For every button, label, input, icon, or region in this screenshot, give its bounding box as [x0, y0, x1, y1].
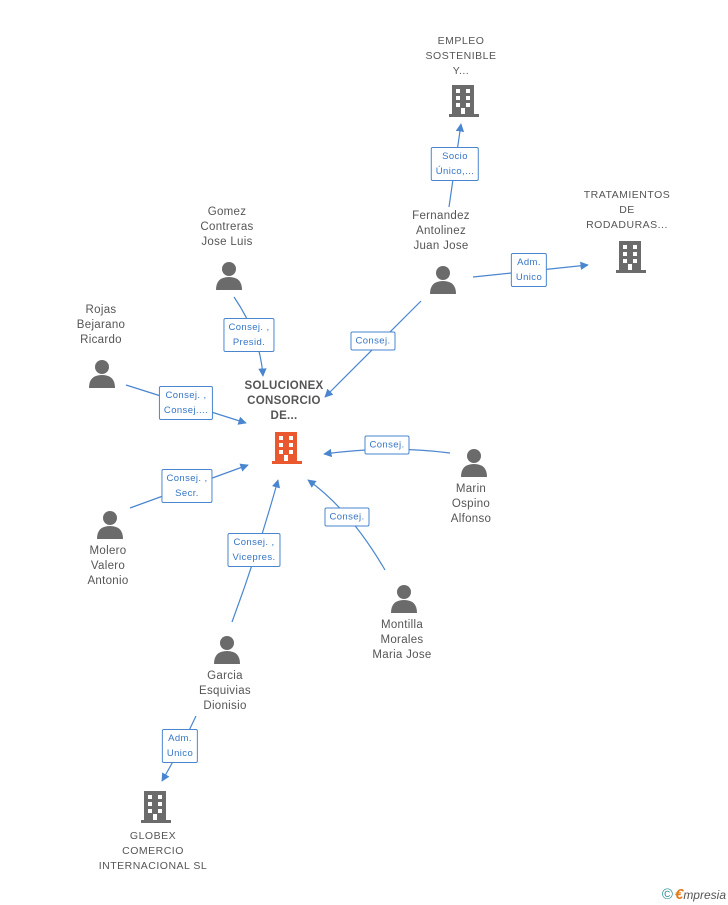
node-label-molero[interactable]: Molero Valero Antonio — [87, 545, 129, 587]
brand-name: mpresia — [683, 888, 726, 902]
edge-label-consej-presid: Consej. , Presid. — [223, 318, 275, 352]
person-icon-fernandez — [430, 266, 456, 294]
building-icon — [141, 791, 171, 823]
node-label-tratamientos[interactable]: TRATAMIENTOS DE RODADURAS... — [583, 189, 671, 231]
node-label-main[interactable]: SOLUCIONEX CONSORCIO DE... — [244, 380, 324, 422]
person-icon-rojas — [89, 360, 115, 388]
person-icon-montilla — [391, 585, 417, 613]
edge-label-consej-vicepres: Consej. , Vicepres. — [227, 533, 281, 567]
node-label-marin[interactable]: Marin Ospino Alfonso — [450, 483, 492, 525]
empresia-logo: ©€mpresia — [662, 886, 726, 903]
node-label-montilla[interactable]: Montilla Morales Maria Jose — [372, 619, 432, 661]
edge-label-consej-secr: Consej. , Secr. — [161, 469, 213, 503]
person-icon-garcia — [214, 636, 240, 664]
main-building-icon — [272, 432, 302, 464]
node-label-rojas[interactable]: Rojas Bejarano Ricardo — [76, 304, 126, 346]
brand-first-letter: € — [674, 886, 684, 903]
node-label-globex[interactable]: GLOBEX COMERCIO INTERNACIONAL SL — [98, 830, 208, 872]
building-icon — [449, 85, 479, 117]
edge-label-adm-unico-globex: Adm. Unico — [161, 729, 199, 763]
edge-label-consej-marin: Consej. — [364, 435, 410, 455]
node-label-garcia[interactable]: Garcia Esquivias Dionisio — [199, 670, 251, 712]
edge-label-consej-consej: Consej. , Consej.... — [158, 386, 214, 420]
edge-label-consej-fernandez: Consej. — [350, 331, 396, 351]
node-label-fernandez[interactable]: Fernandez Antolinez Juan Jose — [412, 210, 470, 252]
edge-label-adm-unico-tratamientos: Adm. Unico — [510, 253, 548, 287]
copyright-symbol: © — [661, 886, 673, 903]
edge-label-consej-montilla: Consej. — [324, 507, 370, 527]
node-label-gomez[interactable]: Gomez Contreras Jose Luis — [200, 206, 254, 248]
node-label-empleo[interactable]: EMPLEO SOSTENIBLE Y... — [425, 35, 497, 77]
person-icon-marin — [461, 449, 487, 477]
edge-label-socio-unico: Socio Único,... — [430, 147, 480, 181]
person-icon-molero — [97, 511, 123, 539]
building-icon — [616, 241, 646, 273]
person-icon-gomez — [216, 262, 242, 290]
